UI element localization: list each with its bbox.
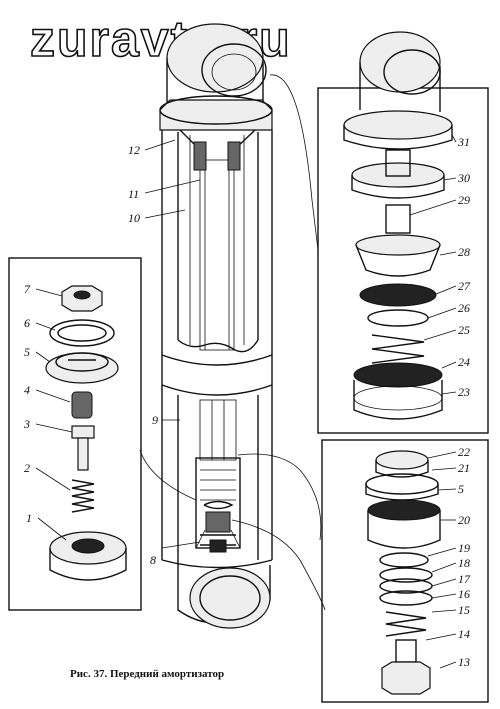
- label-15: 15: [458, 603, 470, 617]
- label-28: 28: [458, 245, 470, 259]
- label-23: 23: [458, 385, 470, 399]
- label-13: 13: [458, 655, 470, 669]
- main-shock-absorber: [159, 23, 273, 629]
- label-26: 26: [458, 301, 470, 315]
- left-inset-parts: [45, 285, 127, 581]
- left-inset-frame: [8, 257, 142, 611]
- label-9: 9: [152, 413, 158, 427]
- callout-numbers: 7 6 5 4 3 2 1 12 11 10 9 8 31 30 29 28 2…: [23, 135, 471, 669]
- leader-top: [269, 74, 319, 251]
- label-31: 31: [457, 135, 470, 149]
- label-5: 5: [24, 345, 30, 359]
- figure-caption: Рис. 37. Передний амортизатор: [70, 668, 224, 680]
- callout-leaders: [35, 134, 457, 669]
- label-6: 6: [24, 316, 30, 330]
- label-2: 2: [24, 461, 30, 475]
- label-18: 18: [458, 556, 470, 570]
- label-22: 22: [458, 445, 470, 459]
- label-30: 30: [457, 171, 470, 185]
- label-3: 3: [23, 417, 30, 431]
- label-19: 19: [458, 541, 470, 555]
- label-27: 27: [458, 279, 471, 293]
- label-14: 14: [458, 627, 470, 641]
- label-4: 4: [24, 383, 30, 397]
- label-8: 8: [150, 553, 156, 567]
- label-24: 24: [458, 355, 470, 369]
- right-bottom-inset-frame: [321, 439, 489, 703]
- label-20: 20: [458, 513, 470, 527]
- label-17: 17: [458, 572, 471, 586]
- label-1: 1: [26, 511, 32, 525]
- leader-bot: [231, 519, 326, 611]
- label-12: 12: [128, 143, 140, 157]
- leader-left: [139, 449, 197, 501]
- right-top-inset-parts: [343, 31, 453, 420]
- leader-mid: [237, 453, 322, 541]
- right-bottom-inset-parts: [365, 450, 441, 695]
- label-29: 29: [458, 193, 470, 207]
- label-21: 21: [458, 461, 470, 475]
- label-10: 10: [128, 211, 140, 225]
- label-25: 25: [458, 323, 470, 337]
- label-5b: 5: [458, 482, 464, 496]
- label-16: 16: [458, 587, 470, 601]
- label-11: 11: [128, 187, 139, 201]
- label-7: 7: [24, 282, 31, 296]
